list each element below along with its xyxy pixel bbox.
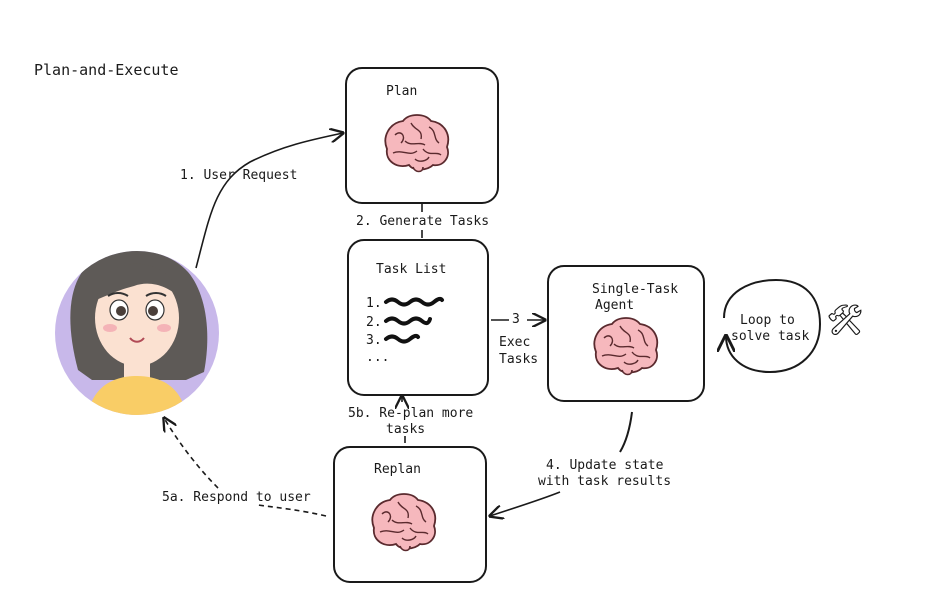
edge-label-update-line1: 4. Update state	[546, 458, 664, 473]
edge-label-replan-line1: 5b. Re-plan more	[348, 406, 474, 421]
replan-brain-icon	[371, 493, 437, 552]
loop-label-line2: solve task	[731, 329, 810, 344]
edge-label-exec-num: 3	[512, 312, 520, 327]
task-list-label: Task List	[376, 262, 447, 277]
plan-brain-icon	[384, 114, 450, 173]
edge-label-update-line2: with task results	[538, 474, 672, 489]
edge-update-bottom	[490, 491, 561, 516]
edge-update-top	[619, 411, 633, 453]
diagram-title: Plan-and-Execute	[34, 61, 179, 79]
loop-label-line1: Loop to	[740, 313, 795, 328]
agent-label-line1: Single-Task	[592, 282, 679, 297]
edge-label-exec-line2: Tasks	[499, 352, 539, 367]
edge-label-respond: 5a. Respond to user	[162, 490, 311, 505]
edge-label-replan-line2: tasks	[386, 422, 426, 437]
loop-circle	[724, 278, 822, 374]
edge-user-request	[195, 133, 343, 269]
tools-icon: 🛠	[826, 303, 865, 338]
task-item-3: 3.	[366, 333, 382, 348]
task-item-1: 1.	[366, 296, 382, 311]
user-avatar	[55, 251, 219, 415]
task-item-2: 2.	[366, 315, 382, 330]
edge-label-user-request: 1. User Request	[180, 168, 298, 183]
edge-label-generate-tasks: 2. Generate Tasks	[356, 214, 490, 229]
edge-respond	[164, 418, 327, 517]
edge-label-exec-line1: Exec	[499, 335, 531, 350]
agent-brain-icon	[593, 317, 659, 376]
agent-label-line2: Agent	[595, 298, 635, 313]
plan-label: Plan	[386, 84, 418, 99]
replan-label: Replan	[374, 462, 421, 477]
task-item-more: ...	[366, 350, 390, 365]
task-squiggles	[384, 296, 444, 344]
